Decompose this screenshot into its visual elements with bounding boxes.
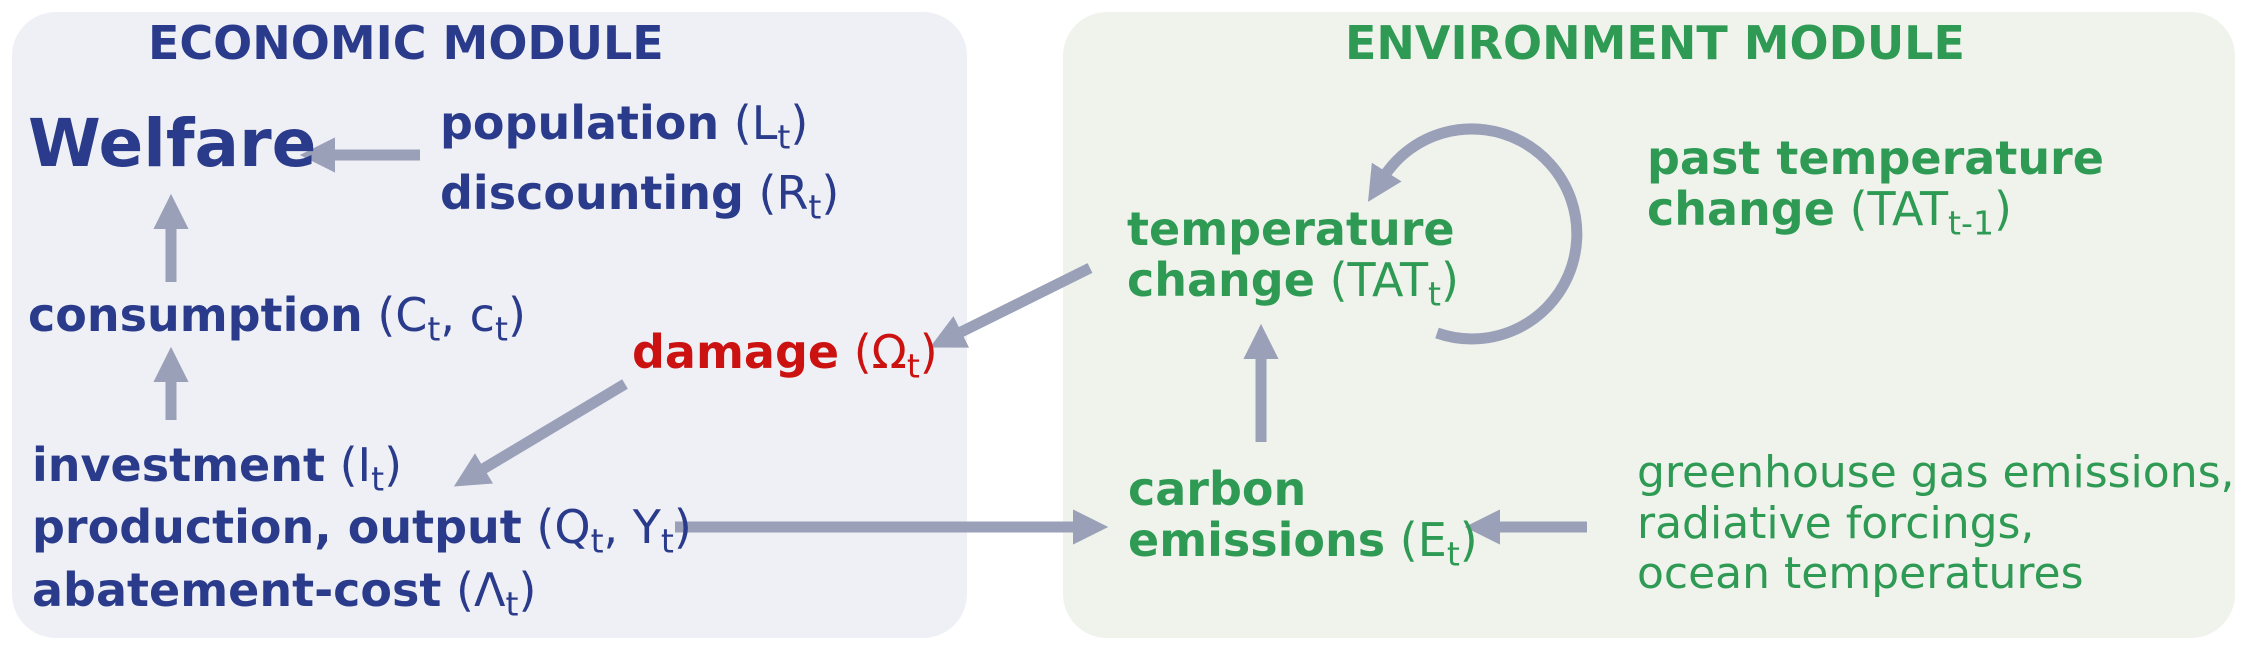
population-symbol: L (751, 96, 778, 150)
past-temperature-symbol: TAT (1867, 181, 1949, 236)
arrow-temperature-to-damage (929, 263, 1093, 348)
abatement-label: abatement-cost (32, 563, 442, 617)
economic-module-title: ECONOMIC MODULE (148, 16, 664, 70)
welfare-node: Welfare (28, 105, 317, 182)
temperature-symbol: TAT (1347, 252, 1429, 307)
environment-module-title: ENVIRONMENT MODULE (1345, 16, 1965, 70)
consumption-subscript-1: t (427, 309, 441, 349)
investment-node: investment (It) (32, 438, 403, 499)
abatement-symbol: Λ (473, 563, 506, 617)
damage-label: damage (632, 325, 840, 379)
production-symbol-2: Y (632, 500, 661, 554)
consumption-symbol-2: c (469, 288, 495, 342)
driver-line: ocean temperatures (1637, 548, 2084, 600)
carbon-subscript: t (1446, 533, 1460, 573)
investment-subscript: t (371, 459, 385, 499)
past-temperature-subscript: t-1 (1948, 202, 1995, 242)
production-subscript-2: t (660, 521, 674, 561)
past-temperature-label-line2: change (1647, 181, 1835, 236)
damage-node: damage (Ωt) (632, 325, 938, 386)
carbon-symbol: E (1417, 512, 1447, 567)
discounting-subscript: t (808, 187, 822, 227)
production-subscript-1: t (590, 521, 604, 561)
temperature-node: temperature change (TATt) (1127, 202, 1459, 313)
driver-line: radiative forcings, (1637, 497, 2035, 549)
carbon-label-line2: emissions (1128, 512, 1386, 567)
consumption-subscript-2: t (494, 309, 508, 349)
production-label: production, output (32, 500, 522, 554)
past-temperature-node: past temperature change (TATt-1) (1647, 131, 2104, 242)
damage-symbol: Ω (871, 325, 907, 379)
discounting-symbol: R (776, 166, 809, 220)
discounting-node: discounting (Rt) (440, 166, 840, 227)
production-symbol-1: Q (554, 500, 591, 554)
arrow-past-to-temperature-loop (1367, 123, 1583, 345)
abatement-node: abatement-cost (Λt) (32, 563, 537, 624)
production-node: production, output (Qt, Yt) (32, 500, 692, 561)
population-node: population (Lt) (440, 96, 809, 157)
damage-subscript: t (906, 346, 920, 386)
arrow-damage-to-investment (453, 379, 628, 487)
drivers-node: greenhouse gas emissions, radiative forc… (1637, 447, 2235, 600)
carbon-label-line1: carbon (1128, 462, 1307, 516)
population-label: population (440, 96, 720, 150)
carbon-node: carbon emissions (Et) (1128, 462, 1478, 573)
temperature-label-line2: change (1127, 252, 1315, 307)
economic-module-panel (12, 12, 967, 638)
consumption-node: consumption (Ct, ct) (28, 288, 526, 349)
temperature-subscript: t (1428, 273, 1442, 313)
population-subscript: t (777, 117, 791, 157)
consumption-symbol-1: C (395, 288, 428, 342)
abatement-subscript: t (505, 584, 519, 624)
temperature-label-line1: temperature (1127, 202, 1455, 256)
investment-label: investment (32, 438, 325, 492)
past-temperature-label-line1: past temperature (1647, 131, 2104, 185)
consumption-label: consumption (28, 288, 363, 342)
investment-symbol: I (357, 438, 372, 492)
discounting-label: discounting (440, 166, 744, 220)
driver-line: greenhouse gas emissions, (1637, 447, 2235, 498)
